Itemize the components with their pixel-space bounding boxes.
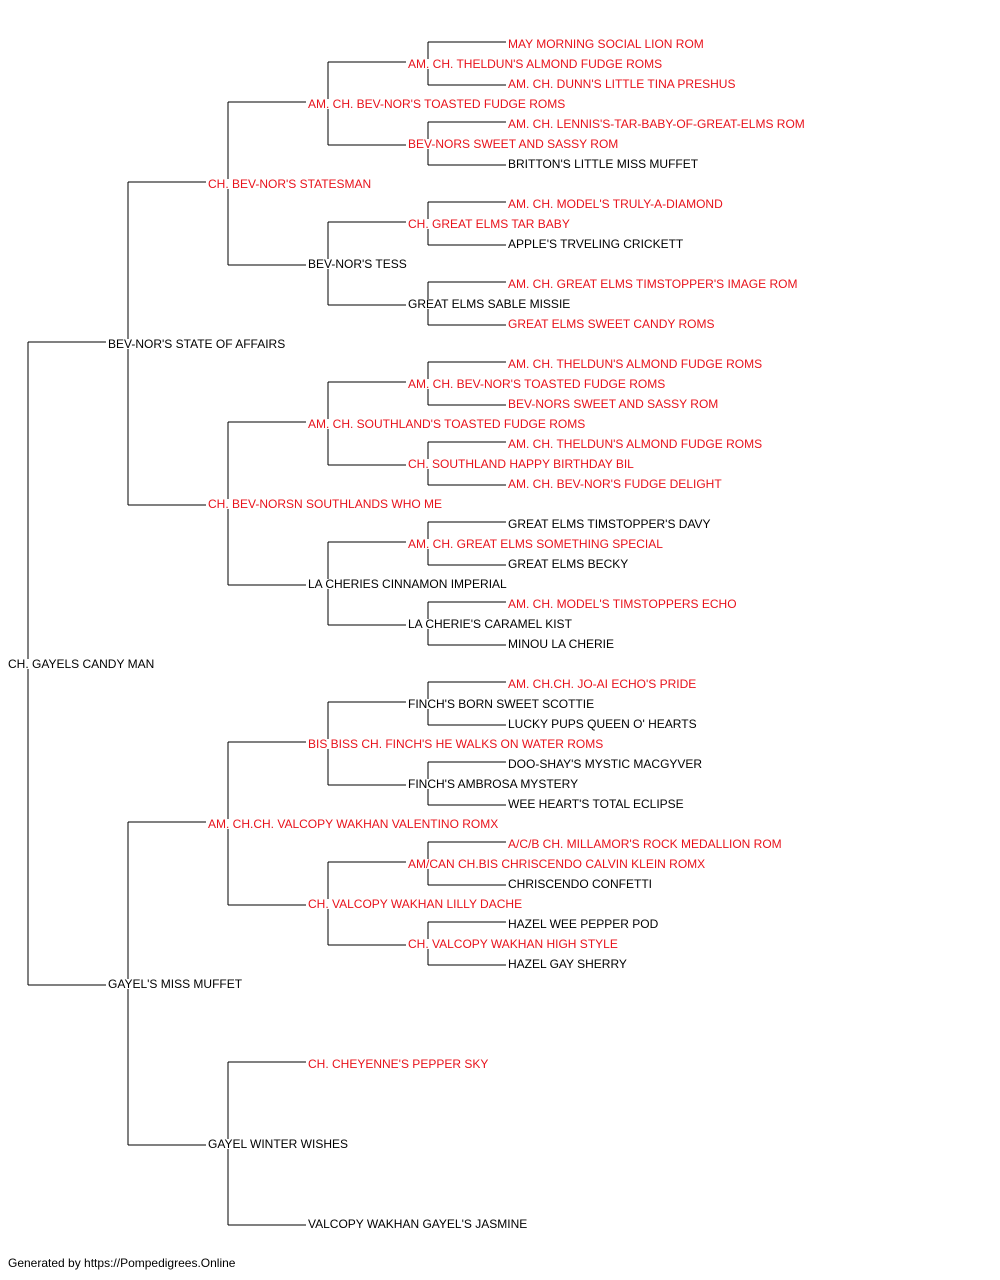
dog-name-root-d-s-s-s-d: LUCKY PUPS QUEEN O' HEARTS: [508, 717, 697, 731]
dog-name-root-d-s-d-d-s: HAZEL WEE PEPPER POD: [508, 917, 659, 931]
dog-name-root-s-s-s-s-s: MAY MORNING SOCIAL LION ROM: [508, 37, 704, 51]
dog-name-root-s-s-d: BEV-NOR'S TESS: [308, 257, 407, 271]
dog-name-root-s-d-s: AM. CH. SOUTHLAND'S TOASTED FUDGE ROMS: [308, 417, 585, 431]
dog-name-root-s-d-d-s-d: GREAT ELMS BECKY: [508, 557, 628, 571]
dog-name-root-d-s-s-s-s: AM. CH.CH. JO-AI ECHO'S PRIDE: [508, 677, 696, 691]
dog-name-root-s-s-s-d-d: BRITTON'S LITTLE MISS MUFFET: [508, 157, 699, 171]
dog-name-root-s-d: CH. BEV-NORSN SOUTHLANDS WHO ME: [208, 497, 442, 511]
dog-name-root-d-d: GAYEL WINTER WISHES: [208, 1137, 348, 1151]
dog-name-root: CH. GAYELS CANDY MAN: [8, 657, 154, 671]
dog-name-root-s-d-s-d-s: AM. CH. THELDUN'S ALMOND FUDGE ROMS: [508, 437, 762, 451]
dog-name-root-s-d-s-d-d: AM. CH. BEV-NOR'S FUDGE DELIGHT: [508, 477, 722, 491]
dog-name-root-d-s-s-d-s: DOO-SHAY'S MYSTIC MACGYVER: [508, 757, 702, 771]
dog-name-root-s-s-s-d-s: AM. CH. LENNIS'S-TAR-BABY-OF-GREAT-ELMS …: [508, 117, 805, 131]
dog-name-root-d-s-d-s-d: CHRISCENDO CONFETTI: [508, 877, 652, 891]
dog-name-root-d-s-d-d: CH. VALCOPY WAKHAN HIGH STYLE: [408, 937, 618, 951]
dog-name-root-d-s-s-d: FINCH'S AMBROSA MYSTERY: [408, 777, 578, 791]
dog-name-root-d-s-s-d-d: WEE HEART'S TOTAL ECLIPSE: [508, 797, 684, 811]
dog-name-root-s-d-s-s: AM. CH. BEV-NOR'S TOASTED FUDGE ROMS: [408, 377, 665, 391]
dog-name-root-s-d-d-d-s: AM. CH. MODEL'S TIMSTOPPERS ECHO: [508, 597, 737, 611]
dog-name-root-s-d-s-s-d: BEV-NORS SWEET AND SASSY ROM: [508, 397, 718, 411]
dog-name-root-s-d-s-s-s: AM. CH. THELDUN'S ALMOND FUDGE ROMS: [508, 357, 762, 371]
dog-name-root-s-d-d: LA CHERIES CINNAMON IMPERIAL: [308, 577, 507, 591]
dog-name-root-d-s: AM. CH.CH. VALCOPY WAKHAN VALENTINO ROMX: [208, 817, 498, 831]
dog-name-root-s-s-d-s-s: AM. CH. MODEL'S TRULY-A-DIAMOND: [508, 197, 723, 211]
dog-name-root-s: BEV-NOR'S STATE OF AFFAIRS: [108, 337, 285, 351]
dog-name-root-d-d-d: VALCOPY WAKHAN GAYEL'S JASMINE: [308, 1217, 527, 1231]
dog-name-root-s-s-d-d: GREAT ELMS SABLE MISSIE: [408, 297, 570, 311]
dog-name-root-s-d-d-d: LA CHERIE'S CARAMEL KIST: [408, 617, 573, 631]
dog-name-root-d-s-d: CH. VALCOPY WAKHAN LILLY DACHE: [308, 897, 522, 911]
dog-name-root-d-d-s: CH. CHEYENNE'S PEPPER SKY: [308, 1057, 488, 1071]
dog-name-root-s-s-d-s: CH. GREAT ELMS TAR BABY: [408, 217, 570, 231]
dog-name-root-s-d-d-s: AM. CH. GREAT ELMS SOMETHING SPECIAL: [408, 537, 663, 551]
dog-name-root-d-s-d-d-d: HAZEL GAY SHERRY: [508, 957, 627, 971]
dog-name-root-s-s-d-d-s: AM. CH. GREAT ELMS TIMSTOPPER'S IMAGE RO…: [508, 277, 797, 291]
dog-name-root-s-d-d-s-s: GREAT ELMS TIMSTOPPER'S DAVY: [508, 517, 711, 531]
dog-name-root-s-s-d-s-d: APPLE'S TRVELING CRICKETT: [508, 237, 684, 251]
dog-name-root-s-d-d-d-d: MINOU LA CHERIE: [508, 637, 614, 651]
dog-name-root-s-d-s-d: CH. SOUTHLAND HAPPY BIRTHDAY BIL: [408, 457, 634, 471]
dog-name-root-s-s-s: AM. CH. BEV-NOR'S TOASTED FUDGE ROMS: [308, 97, 565, 111]
dog-name-root-d-s-s-s: FINCH'S BORN SWEET SCOTTIE: [408, 697, 594, 711]
dog-name-root-s-s-d-d-d: GREAT ELMS SWEET CANDY ROMS: [508, 317, 714, 331]
dog-name-root-d-s-s: BIS BISS CH. FINCH'S HE WALKS ON WATER R…: [308, 737, 603, 751]
dog-name-root-s-s-s-s: AM. CH. THELDUN'S ALMOND FUDGE ROMS: [408, 57, 662, 71]
footer-credit: Generated by https://Pompedigrees.Online: [8, 1256, 236, 1270]
dog-name-root-d-s-d-s: AM/CAN CH.BIS CHRISCENDO CALVIN KLEIN RO…: [408, 857, 705, 871]
dog-name-root-d-s-d-s-s: A/C/B CH. MILLAMOR'S ROCK MEDALLION ROM: [508, 837, 782, 851]
dog-name-root-d: GAYEL'S MISS MUFFET: [108, 977, 243, 991]
dog-name-root-s-s: CH. BEV-NOR'S STATESMAN: [208, 177, 371, 191]
dog-name-root-s-s-s-s-d: AM. CH. DUNN'S LITTLE TINA PRESHUS: [508, 77, 735, 91]
dog-name-root-s-s-s-d: BEV-NORS SWEET AND SASSY ROM: [408, 137, 618, 151]
